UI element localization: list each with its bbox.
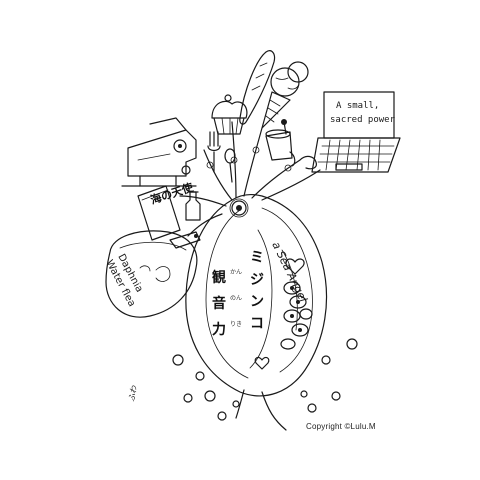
vertical-title: ミ ジ ン コ 観 音 力 かん のん りき [212,250,264,338]
ruby-2: のん [230,295,242,302]
title-char-7: 力 [212,321,226,338]
sewing-machine-icon [121,117,197,187]
ice-cream-cone-icon [261,61,309,129]
baguette-icon [239,50,276,125]
cupcake-icon [211,94,248,135]
laptop-line-1: A small, [336,101,379,111]
copyright-text: Copyright ©Lulu.M [306,422,376,431]
title-char-5: 観 [212,269,226,286]
laptop-line-2: sacred power [330,115,396,125]
daphnia-body [185,194,328,431]
corner-signature: ふわ [127,384,139,402]
daphnia-eye-icon [229,198,249,218]
title-char-4: コ [250,316,264,332]
hand-right [299,155,317,170]
ruby-1: かん [230,269,242,276]
egg-cluster [280,281,313,350]
spoon-icon [224,148,236,183]
laptop-icon: A small, sacred power [311,91,401,173]
paint-bucket-icon [265,119,296,167]
heart-icon [285,258,305,275]
ruby-3: りき [230,321,242,328]
title-char-3: ン [250,294,264,310]
bubbles [172,338,358,421]
fork-icon [207,131,221,173]
title-char-6: 音 [212,295,226,312]
heart-icon [254,356,270,370]
body-script-text: a Sea Angel [269,240,309,305]
sign-text: 海の天使 [149,180,196,207]
bottle-icon [185,191,201,221]
title-char-2: ジ [250,272,264,288]
title-char-1: ミ [250,250,264,266]
